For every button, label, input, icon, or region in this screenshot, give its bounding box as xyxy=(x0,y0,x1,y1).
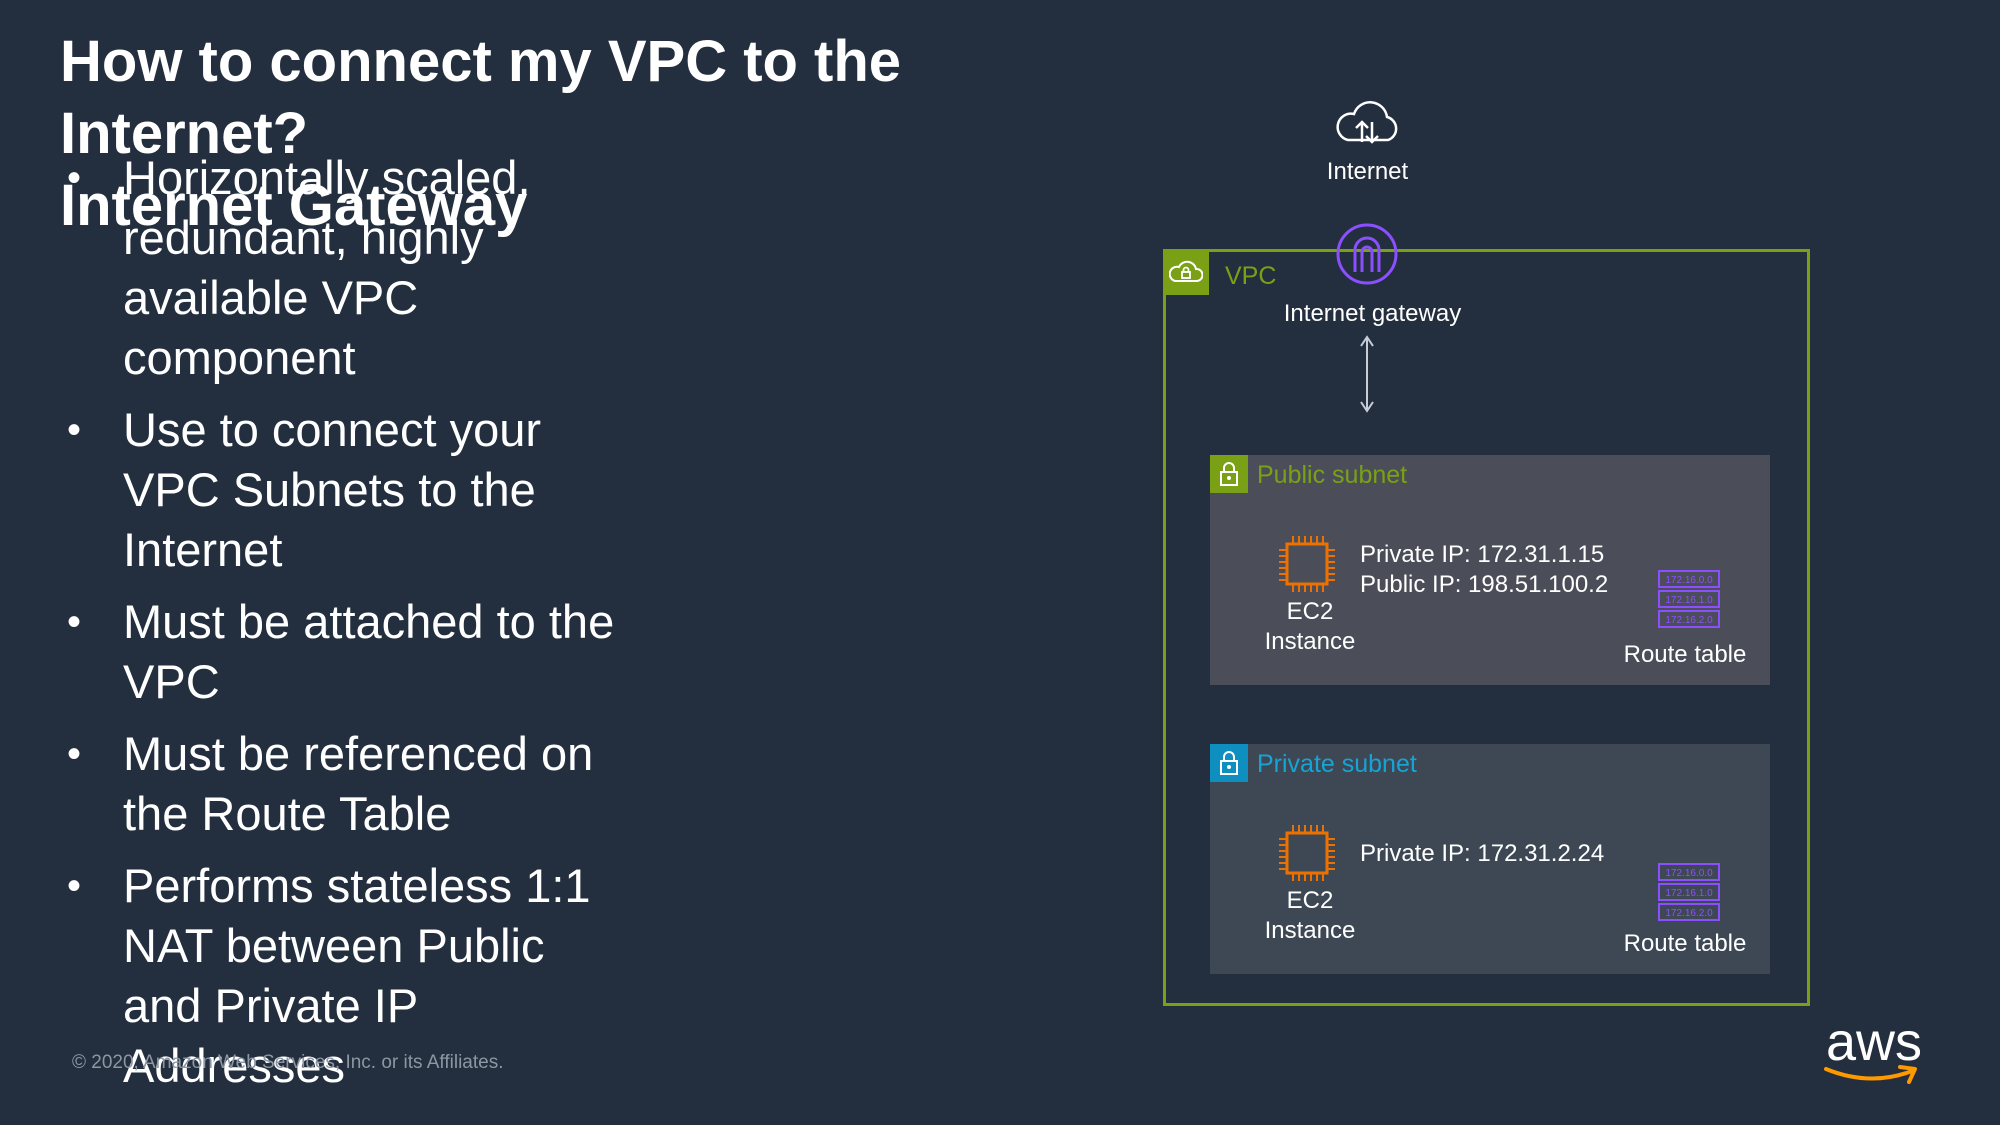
copyright-notice: © 2020, Amazon Web Services, Inc. or its… xyxy=(72,1052,504,1073)
route-table-icon: 172.16.0.0 172.16.1.0 172.16.2.0 xyxy=(1658,570,1720,628)
ec2-label-line: Instance xyxy=(1264,628,1356,655)
internet-gateway-label: Internet gateway xyxy=(1283,300,1462,327)
padlock-icon xyxy=(1210,744,1248,782)
vpc-label: VPC xyxy=(1225,262,1277,290)
bullet-list: Horizontally scaled, redundant, highly a… xyxy=(60,148,620,1108)
route-entry: 172.16.1.0 xyxy=(1665,595,1713,606)
route-table-label: Route table xyxy=(1623,641,1747,668)
ec2-label-line: EC2 xyxy=(1286,887,1334,914)
ec2-instance-label: EC2 Instance xyxy=(1245,597,1375,657)
internet-gateway-icon xyxy=(1336,223,1398,285)
bidirectional-arrow-icon xyxy=(1360,335,1374,413)
private-ip-text: Private IP: 172.31.2.24 xyxy=(1360,840,1605,867)
bullet-item: Performs stateless 1:1 NAT between Publi… xyxy=(60,856,620,1096)
route-entry: 172.16.1.0 xyxy=(1665,888,1713,899)
private-subnet: Private subnet EC2 Instance Private IP: … xyxy=(1210,744,1770,974)
bullet-item: Use to connect your VPC Subnets to the I… xyxy=(60,400,620,580)
vpc-boundary xyxy=(1163,249,1810,1006)
public-ip-text: Public IP: 198.51.100.2 xyxy=(1360,571,1609,598)
internet-label: Internet xyxy=(1326,158,1409,185)
route-entry: 172.16.0.0 xyxy=(1665,575,1713,586)
ec2-chip-icon xyxy=(1279,536,1335,592)
route-table-icon: 172.16.0.0 172.16.1.0 172.16.2.0 xyxy=(1658,863,1720,921)
route-table-label: Route table xyxy=(1623,930,1747,957)
public-subnet: Public subnet EC2 Instance Private IP: 1… xyxy=(1210,455,1770,685)
padlock-icon xyxy=(1210,455,1248,493)
bullet-item: Horizontally scaled, redundant, highly a… xyxy=(60,148,620,388)
public-subnet-label: Public subnet xyxy=(1257,461,1408,489)
route-entry: 172.16.0.0 xyxy=(1665,868,1713,879)
internet-cloud-icon xyxy=(1336,101,1398,144)
aws-smile-icon xyxy=(1824,1065,1917,1084)
title-line: How to connect my VPC to the xyxy=(60,29,902,94)
private-ip-text: Private IP: 172.31.1.15 xyxy=(1360,541,1605,568)
private-subnet-label: Private subnet xyxy=(1257,750,1417,778)
vpc-cloud-lock-icon xyxy=(1163,249,1209,295)
ec2-label-line: EC2 xyxy=(1286,598,1334,625)
route-entry: 172.16.2.0 xyxy=(1665,615,1713,626)
ec2-chip-icon xyxy=(1279,825,1335,881)
bullet-item: Must be referenced on the Route Table xyxy=(60,724,620,844)
aws-logo-text: aws xyxy=(1826,1012,1923,1072)
ec2-label-line: Instance xyxy=(1264,917,1356,944)
bullet-item: Must be attached to the VPC xyxy=(60,592,620,712)
ec2-instance-label: EC2 Instance xyxy=(1245,886,1375,946)
aws-logo: aws xyxy=(1820,1015,1930,1090)
route-entry: 172.16.2.0 xyxy=(1665,908,1713,919)
